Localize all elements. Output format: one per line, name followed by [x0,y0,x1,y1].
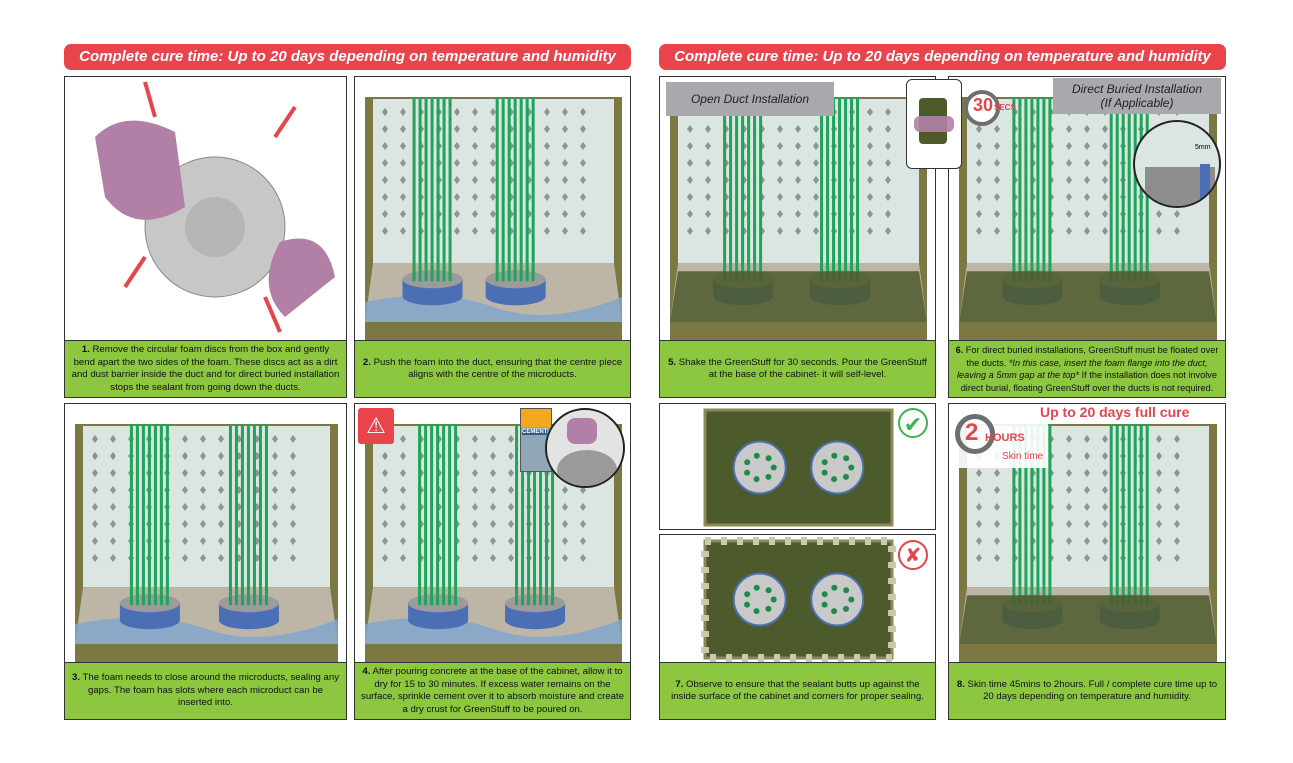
step-text: The foam needs to close around the micro… [80,672,340,709]
step-number: 2. [362,356,371,368]
duct-section [1200,164,1210,206]
cabinet-illustration [355,404,630,662]
step-number: 6. [955,345,964,355]
step-text: Remove the circular foam discs from the … [71,344,340,393]
step-2-illustration [354,76,631,341]
step-5-caption: 5. Shake the GreenStuff for 30 seconds. … [659,340,936,398]
step-4-caption: 4. After pouring concrete at the base of… [354,662,631,720]
cabinet-illustration [65,404,346,662]
step-3-caption: 3. The foam needs to close around the mi… [64,662,347,720]
skin-time-label: Skin time [1002,451,1044,462]
step-6-caption: 6. For direct buried installations, Gree… [948,340,1226,398]
cabinet-illustration [660,77,935,340]
step-note: *In this case, insert the foam flange in… [957,357,1208,381]
check-icon: ✔ [898,408,928,438]
step-text: Shake the GreenStuff for 30 seconds. Pou… [676,356,927,381]
step-5-illustration [659,76,936,341]
timer-2-unit: HOURS [985,432,1025,444]
cabinet-illustration [355,77,630,340]
cement-pile [557,450,617,486]
hands-icon [914,116,954,132]
direct-buried-label: Direct Buried Installation (If Applicabl… [1053,78,1221,114]
step-text: Observe to ensure that the sealant butts… [671,678,924,703]
timer-2-value: 2 [965,419,979,446]
step-2-caption: 2. Push the foam into the duct, ensuring… [354,340,631,398]
stopwatch-2-icon [955,414,995,454]
step-number: 7. [675,678,684,690]
cement-detail-circle [545,408,625,488]
cement-label: CEMENT [522,429,548,435]
step-7-caption: 7. Observe to ensure that the sealant bu… [659,662,936,720]
full-cure-header [949,404,1225,424]
open-duct-label: Open Duct Installation [666,82,834,116]
if-applicable-text: (If Applicable) [1100,96,1174,110]
step-text: Push the foam into the duct, ensuring th… [370,356,623,381]
step-7-bad-illustration [659,534,936,663]
step-1-caption: 1. Remove the circular foam discs from t… [64,340,347,398]
step-6-illustration [948,76,1226,341]
step-text: If the installation does not involve dir… [960,370,1217,393]
cement-bag-top [521,409,551,427]
step-text: Skin time 45mins to 2hours. Full / compl… [964,678,1218,703]
gap-label: 5mm [1195,144,1211,151]
step-number: 8. [956,678,965,690]
top-view-illustration [701,537,896,662]
step-number: 4. [362,666,371,677]
step-text: After pouring concrete at the base of th… [361,666,624,715]
step-number: 5. [668,356,677,368]
step-7-good-illustration [659,403,936,530]
foam-disc-illustration [95,81,335,333]
timer-30-unit: SECS [994,103,1016,112]
step-1-illustration [64,76,347,341]
cure-time-banner-left: Complete cure time: Up to 20 days depend… [64,44,631,70]
top-view-illustration [703,408,894,527]
step-text: For direct buried installations, GreenSt… [963,345,1219,368]
full-cure-label: Up to 20 days full cure [1040,404,1190,420]
step-number: 1. [81,344,90,355]
step-3-illustration [64,403,347,663]
step-8-caption: 8. Skin time 45mins to 2hours. Full / co… [948,662,1226,720]
warning-icon: ⚠ [358,408,394,444]
cure-time-banner-right: Complete cure time: Up to 20 days depend… [659,44,1226,70]
direct-buried-text: Direct Buried Installation [1071,82,1203,96]
shake-bottle-card [906,79,962,169]
gap-detail-circle: 5mm [1133,120,1221,208]
step-number: 3. [71,672,80,684]
cross-icon: ✘ [898,540,928,570]
stopwatch-30-icon [964,90,1000,126]
hand-icon [567,418,597,444]
timer-30-value: 30 [973,95,994,115]
